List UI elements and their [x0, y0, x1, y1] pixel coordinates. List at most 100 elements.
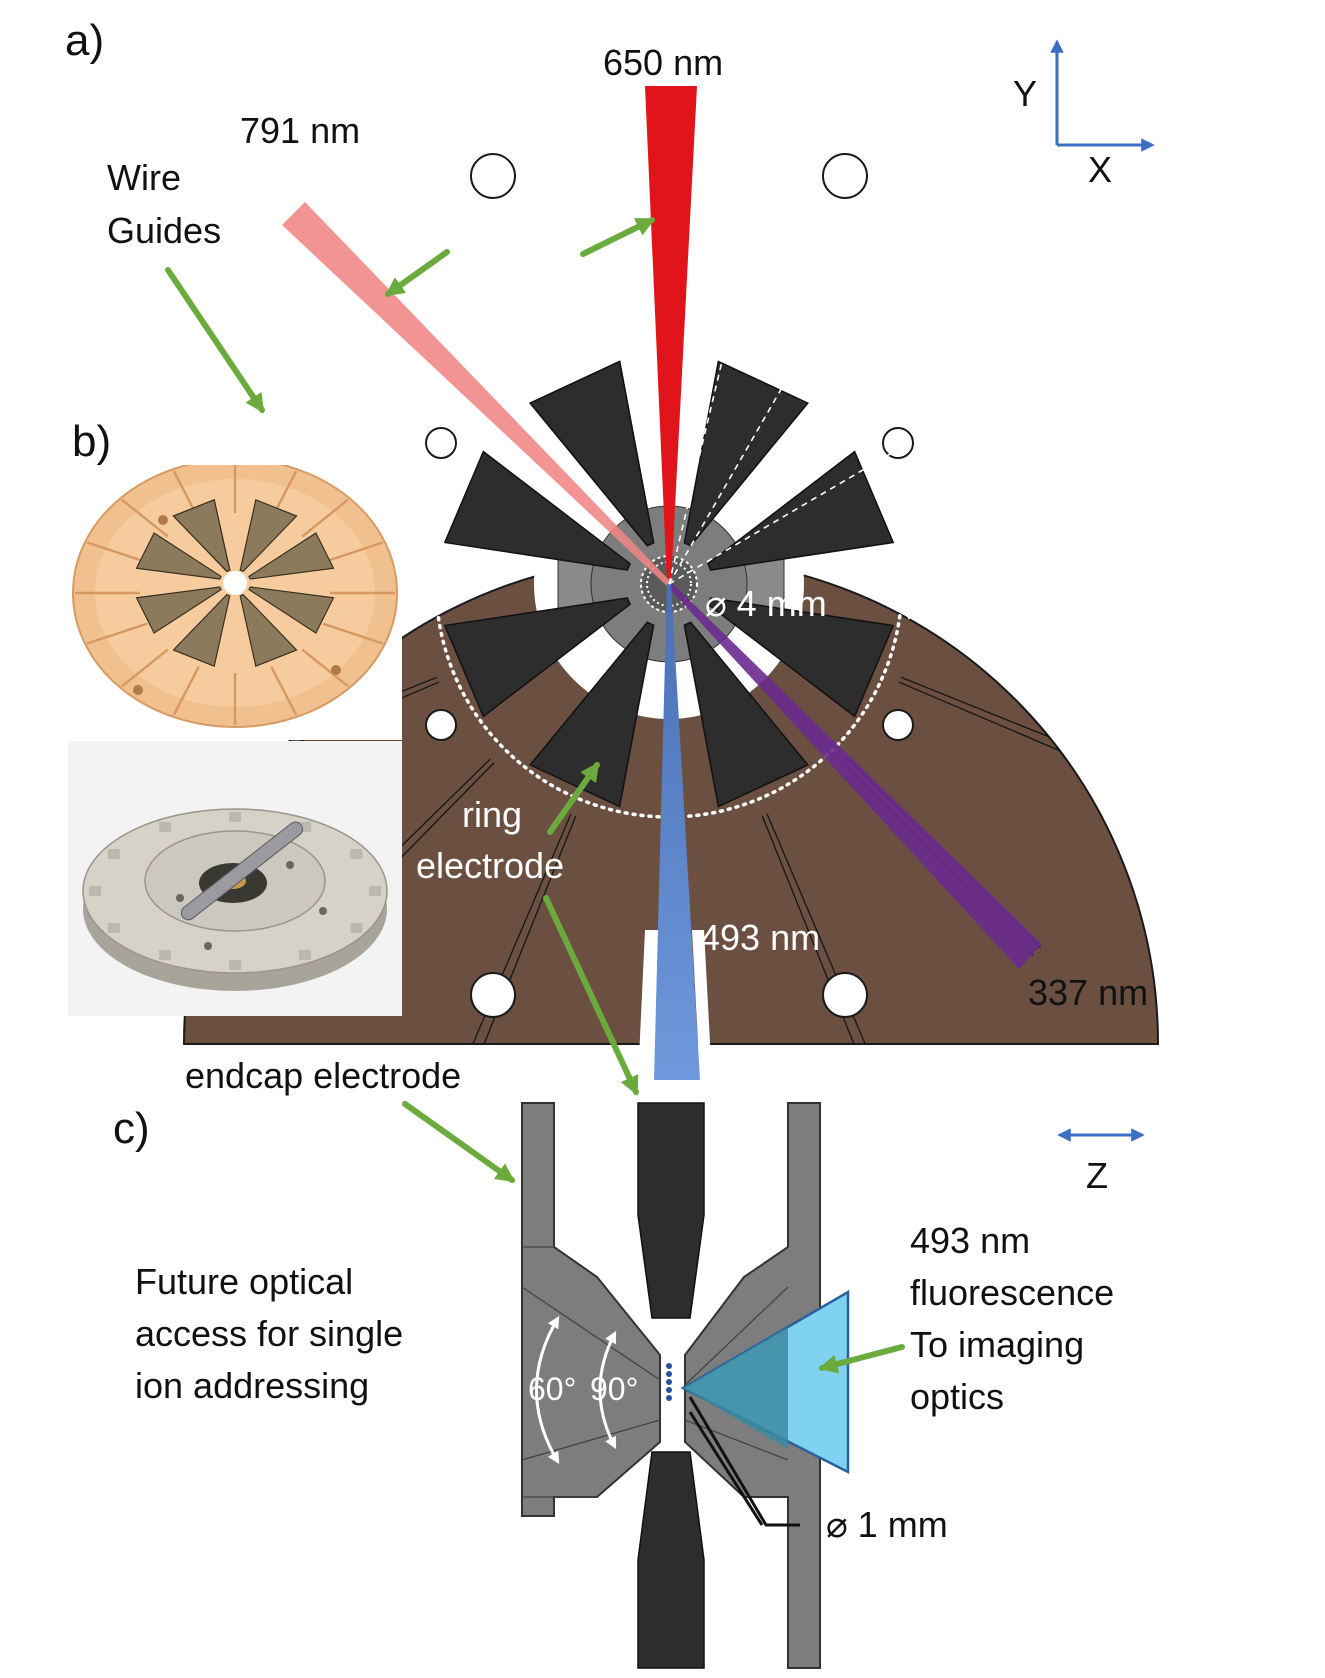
angle-guide-line	[668, 272, 744, 585]
photo-slot-line	[121, 648, 169, 688]
photo-slot-line	[322, 622, 384, 645]
label-20deg: 20°	[785, 242, 836, 280]
photo-rim-notch	[350, 923, 363, 933]
label-25deg: 25°	[912, 337, 963, 375]
label-791nm: 791 nm	[240, 110, 360, 151]
arc-90deg	[598, 1330, 617, 1450]
mounting-holes	[425, 153, 914, 1018]
photo-rim-notch	[107, 923, 120, 933]
arrow-tunnel-650	[580, 217, 656, 257]
wire-guide-slot-line	[761, 815, 864, 1044]
label-10mm: ⌀ 10 mm	[906, 586, 1048, 627]
angle-guide-line	[668, 426, 937, 585]
label-337nm: 337 nm	[1028, 972, 1148, 1013]
mounting-hole	[882, 709, 914, 741]
ring-electrodes	[443, 360, 895, 808]
mounting-hole	[822, 153, 868, 199]
photo-bottom-drawing	[82, 808, 388, 991]
x-axis-label: X	[1088, 149, 1112, 190]
electrode-blade	[443, 450, 631, 571]
electrode-blade	[529, 621, 655, 808]
photo-electrode-blade	[172, 593, 231, 667]
wire-guide-slot-line	[474, 815, 577, 1044]
photo-slot-line	[86, 541, 148, 564]
annotation-arrows-a	[165, 217, 656, 1096]
ion	[666, 1395, 672, 1401]
ion-chain	[666, 1363, 672, 1401]
mounting-hole	[882, 427, 914, 459]
mounting-hole	[425, 427, 457, 459]
photo-rim-notch	[89, 886, 101, 896]
photo-electrode-blade	[239, 499, 298, 573]
bottom-gap-right	[692, 930, 712, 1080]
z-axis-indicator: Z	[1057, 1128, 1145, 1196]
photo-slot-line	[301, 648, 349, 688]
wire-guide-slot-line	[918, 577, 1158, 583]
arc-60deg	[535, 1315, 560, 1465]
leader-1mm-b	[688, 1411, 764, 1526]
electrode-blade	[443, 597, 631, 718]
photo-electrode-blade	[172, 499, 231, 573]
label-ring: ring	[462, 794, 522, 835]
photo-top	[68, 465, 402, 740]
mounting-hole	[470, 972, 516, 1018]
photo-slot-line	[301, 498, 349, 538]
photo-electrode-blade	[248, 586, 335, 634]
fluorescence-cone-overlap	[683, 1327, 788, 1449]
wire-guide-slot-line	[464, 813, 572, 1044]
beam-650nm	[645, 86, 697, 584]
beam-337nm	[667, 582, 1042, 969]
ion	[666, 1379, 672, 1385]
label-fluo-2: fluorescence	[910, 1272, 1114, 1313]
photo-rim-notch	[107, 849, 120, 859]
photo-bottom	[68, 741, 402, 1016]
label-future-1: Future optical	[135, 1261, 353, 1302]
arrow-endcap-ring	[543, 895, 639, 1096]
xy-axes-indicator: Y X	[1013, 39, 1155, 190]
label-wire: Wire	[107, 157, 181, 198]
photo-top-drawing	[72, 465, 398, 728]
photo-rim-notch	[229, 812, 241, 822]
ring-electrode-bottom	[637, 1451, 705, 1669]
label-90deg: 90°	[590, 1371, 638, 1407]
photo-rim-notch	[350, 849, 363, 859]
ion	[666, 1363, 672, 1369]
label-1mm: ⌀ 1 mm	[826, 1504, 948, 1545]
label-guides: Guides	[107, 210, 221, 251]
photo-electrode-blade	[135, 532, 222, 580]
electrode-blade	[707, 450, 895, 571]
photo-slot-line	[322, 541, 384, 564]
arrow-fluorescence	[818, 1344, 905, 1374]
y-axis-label: Y	[1013, 73, 1037, 114]
z-axis-label: Z	[1086, 1155, 1108, 1196]
label-access: Access	[454, 261, 570, 302]
photo-rim-notch	[159, 821, 171, 832]
wire-guide-slot-line	[762, 102, 863, 353]
photo-rim-notch	[299, 950, 311, 961]
electrode-blade	[529, 360, 655, 547]
endcap-left-edges	[521, 1246, 661, 1498]
angle-guides	[668, 272, 937, 585]
cross-section: 60° 90°	[521, 1102, 850, 1669]
label-4mm: ⌀ 4 mm	[705, 583, 827, 624]
label-60deg: 60°	[528, 1371, 576, 1407]
arrow-ring-electrode	[547, 761, 600, 835]
arc-25deg	[849, 333, 926, 421]
ion	[666, 1387, 672, 1393]
mounting-hole	[470, 153, 516, 199]
beam-791nm	[282, 202, 671, 586]
mounting-hole	[425, 709, 457, 741]
label-493nm: 493 nm	[700, 917, 820, 958]
annotation-arrows-c	[402, 1101, 905, 1374]
photo-rim-notch	[159, 950, 171, 961]
ring-electrode-top	[637, 1102, 705, 1319]
wire-guide-slot-line	[766, 813, 874, 1044]
photo-electrode-blade	[135, 586, 222, 634]
wire-guide-slot-line	[901, 390, 1152, 491]
angle-guide-line	[668, 305, 830, 585]
photo-electrode-blade	[239, 593, 298, 667]
mounting-hole	[822, 972, 868, 1018]
photo-rim-notch	[369, 886, 381, 896]
label-tunnels: Tunnels	[454, 313, 581, 354]
